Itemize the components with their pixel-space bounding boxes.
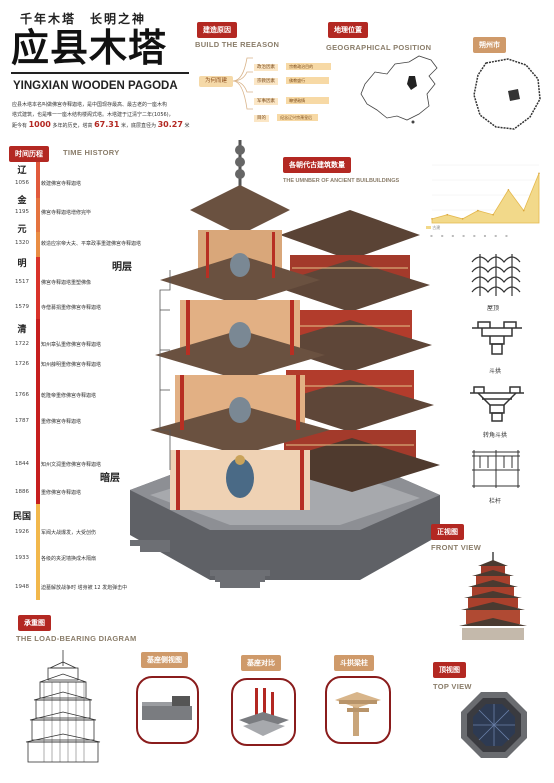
chart-point xyxy=(431,218,433,220)
reason-branch: 目的 纪念辽兴宗萧皇后 xyxy=(254,104,319,123)
reason-branch: 宗教因素 佛教盛行 xyxy=(254,67,330,86)
top-view-pagoda-icon xyxy=(461,692,527,758)
load-item-label-dougong-beam: 斗拱梁柱 xyxy=(334,655,374,671)
chart-point xyxy=(522,209,525,212)
years-value: 1000 xyxy=(28,120,51,129)
build-reason-tag: 建造原因 xyxy=(197,22,237,38)
timeline-tag: 时间历程 xyxy=(9,146,49,162)
pagoda-cutaway-illustration xyxy=(130,140,440,588)
detail-label-railing: 栏杆 xyxy=(489,498,502,505)
load-item-label-base-compare: 基座对比 xyxy=(241,655,281,671)
base-compare-frame xyxy=(231,678,296,746)
ming-layer-label: 明层 xyxy=(112,262,132,273)
reason-branch: 政治因素 宗教政治目的 xyxy=(254,53,332,72)
slogan: 千年木塔 长明之神 xyxy=(20,12,147,26)
dynasty-jin: 金 xyxy=(17,196,27,206)
chart-point xyxy=(538,172,540,175)
ancient-count-heading: THE UMNBER OF ANCIENT BUILBUILDINGS xyxy=(283,178,400,184)
dynasty-ming: 明 xyxy=(17,259,27,269)
timeline-bar xyxy=(36,162,40,198)
detail-label-roof: 屋顶 xyxy=(487,305,500,312)
an-layer-label: 暗层 xyxy=(100,473,120,484)
diameter-value: 30.27 xyxy=(157,120,183,129)
reason-mindmap: 为何而建 政治因素 宗教政治目的 宗教因素 佛教盛行 军事因素 瞭望敌情 目的 … xyxy=(195,52,335,127)
chart-point xyxy=(461,218,464,220)
geo-heading: GEOGRAPHICAL POSITION xyxy=(326,43,432,52)
chart-axis-icons: ▪▪▪▪▪▪▪▪ xyxy=(430,233,516,238)
reason-branch: 军事因素 瞭望敌情 xyxy=(254,87,330,106)
dynasty-liao: 辽 xyxy=(17,166,27,176)
chart-point xyxy=(492,213,494,216)
build-reason-heading: BUILD THE REEASON xyxy=(195,40,280,49)
base-side-view-frame xyxy=(136,676,199,744)
load-tag: 承重图 xyxy=(18,615,51,631)
railing-icon xyxy=(472,450,520,488)
dynasty-qing: 清 xyxy=(17,325,27,335)
base-side-view-icon xyxy=(142,696,192,720)
timeline-heading: TIME HISTORY xyxy=(63,148,120,157)
shuozhou-map-icon xyxy=(473,58,541,130)
dougong-beam-icon xyxy=(335,692,381,736)
title-underline xyxy=(11,72,189,74)
china-map-icon xyxy=(360,55,438,124)
ancient-count-tag: 各朝代古建筑数量 xyxy=(283,157,351,173)
top-view-heading: TOP VIEW xyxy=(433,682,472,691)
height-value: 67.31 xyxy=(94,120,120,129)
chart-point xyxy=(446,213,449,216)
front-view-tag: 正视图 xyxy=(431,524,464,540)
detail-label-corner-dougong: 转角斗拱 xyxy=(483,432,508,439)
roof-tile-icon xyxy=(471,254,521,296)
load-heading: THE LOAD-BEARING DIAGRAM xyxy=(16,634,137,643)
mindmap-connectors xyxy=(232,57,253,110)
detail-label-dougong: 斗拱 xyxy=(489,368,502,375)
chart-area-series xyxy=(431,173,540,224)
chart-legend: 古建 xyxy=(426,225,440,231)
front-view-pagoda-icon xyxy=(459,552,527,640)
dynasty-yuan: 元 xyxy=(17,225,27,235)
front-view-heading: FRONT VIEW xyxy=(431,543,482,552)
top-view-tag: 顶视图 xyxy=(433,662,466,678)
corner-dougong-icon xyxy=(470,386,524,422)
ancient-count-chart xyxy=(431,164,540,224)
dougong-icon xyxy=(472,321,522,355)
base-compare-icon xyxy=(239,688,289,736)
city-tag: 朔州市 xyxy=(473,37,506,53)
chart-point xyxy=(477,209,479,212)
reason-center: 为何而建 xyxy=(199,76,233,87)
chart-point xyxy=(507,189,510,191)
dougong-beam-frame xyxy=(325,676,391,744)
dynasty-minguo: 民国 xyxy=(12,512,31,522)
english-title: YINGXIAN WOODEN PAGODA xyxy=(13,80,178,92)
load-item-label-base-side: 基座侧视图 xyxy=(141,652,188,668)
page-title: 应县木塔 xyxy=(11,26,168,70)
load-bearing-diagram xyxy=(25,650,101,763)
intro-text: 应县木塔本名叫做佛宫寺释迦塔，是中国现存最高、最古老的一座木构 塔式建筑，也是唯… xyxy=(12,102,190,129)
layer-brackets xyxy=(159,270,171,470)
geo-tag: 地理位置 xyxy=(328,22,368,38)
